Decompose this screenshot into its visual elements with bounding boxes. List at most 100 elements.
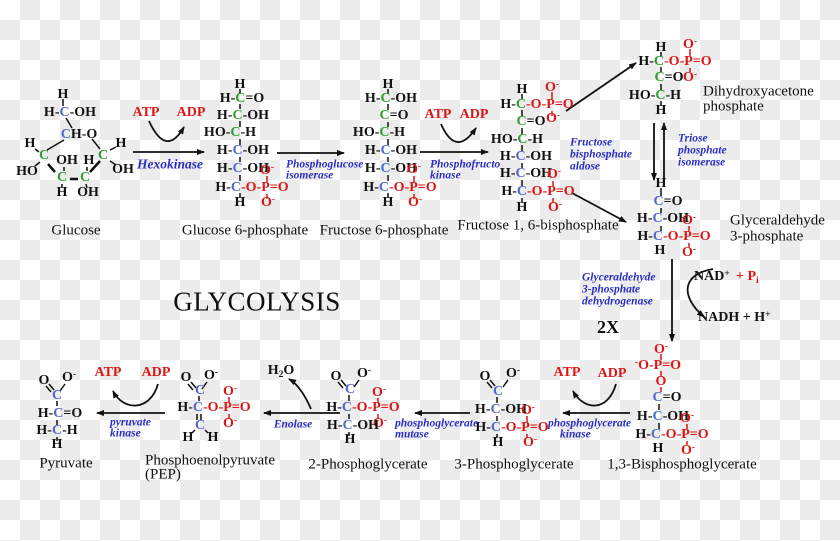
glucose-c4: C xyxy=(38,148,50,163)
pg2-o-minus: O- xyxy=(356,365,372,381)
bpg13-o-minus-2: O- xyxy=(679,410,695,426)
glucose-h-mid: H xyxy=(83,153,95,168)
nadh-h-plus: NADH + H+ xyxy=(698,309,771,325)
pg3-o: O xyxy=(479,369,491,384)
glucose-h-left: H xyxy=(24,136,36,151)
two-x: 2X xyxy=(597,317,619,337)
dhap-row2: C=O xyxy=(654,70,684,85)
glucose-c2: C xyxy=(79,170,91,185)
f16bp-label: Fructose 1, 6-bisphosphate xyxy=(457,217,619,234)
f6p-row5: H-C-OH xyxy=(364,161,418,176)
g6p-h-top: H xyxy=(234,77,246,92)
hexokinase-atp: ATP xyxy=(132,105,160,120)
glucose-ho-left: HO xyxy=(16,164,38,179)
pyruvate-o: O xyxy=(38,373,50,388)
g6p-row5: H-C-OH xyxy=(216,161,270,176)
glucose-h-right: H xyxy=(115,136,127,151)
pfk-label-2: kinase xyxy=(430,169,461,182)
bpg13-label: 1,3-Bisphosphoglycerate xyxy=(607,456,757,473)
pg2-label: 2-Phosphoglycerate xyxy=(308,456,428,473)
f6p-row2: C=O xyxy=(379,108,409,123)
pg2-o-minus-bottom: O- xyxy=(372,415,388,431)
pg2-row2: H-C-O-P=O xyxy=(326,400,400,415)
pyruvate-row2: H-C=O xyxy=(37,406,83,421)
g3p-o-minus-top: O- xyxy=(681,212,697,228)
f16bp-h-bottom: H xyxy=(516,200,528,215)
f6p-h-top: H xyxy=(382,77,394,92)
pg3-o-minus-top: O- xyxy=(520,402,536,418)
g6p-row2: H-C-OH xyxy=(216,108,270,123)
f6p-row1: H-C-OH xyxy=(364,91,418,106)
pep-h-left: H xyxy=(182,430,194,445)
dhap-label-2: phosphate xyxy=(703,98,764,115)
g6p-label: Glucose 6-phosphate xyxy=(181,222,309,239)
dhap-h-top: H xyxy=(655,40,667,55)
pyruvate-row3: H-C-H xyxy=(36,423,78,438)
pep-c3: C xyxy=(194,418,206,433)
gapdh-label-2: 3-phosphate xyxy=(582,283,641,296)
pep-h-right: H xyxy=(207,430,219,445)
pk-atp-adp-curve xyxy=(112,383,159,407)
bpg13-o-link: O xyxy=(655,374,667,389)
pk-atp: ATP xyxy=(94,365,122,380)
hexokinase-atp-adp-curve xyxy=(148,120,185,142)
aldolase-label-1: Fructose xyxy=(570,136,613,149)
pg2-o-minus-top: O- xyxy=(371,384,387,400)
h2o: H2O xyxy=(267,363,295,380)
glucose-h-top: H xyxy=(57,87,69,102)
pgk-label-2: kinase xyxy=(560,428,591,441)
bpg13-row4: H-C-O-P=O xyxy=(635,427,709,442)
g3p-h-bottom: H xyxy=(654,243,666,258)
glucose-oh-mid: OH xyxy=(56,153,78,168)
dhap-row3: HO-C-H xyxy=(628,88,682,103)
glucose-row-c5: CH-O xyxy=(60,127,98,142)
bpg13-o-minus-3: O- xyxy=(680,442,696,458)
dhap-o-minus-bottom: O- xyxy=(682,69,698,85)
pfk-adp: ADP xyxy=(459,107,489,122)
g3p-o-minus-bottom: O- xyxy=(681,244,697,260)
dhap-h-bottom: H xyxy=(655,103,667,118)
tpi-label-1: Triose xyxy=(678,132,708,145)
pgi-label-1: Phosphoglucose xyxy=(286,158,364,171)
pg2-row3: H-C-OH xyxy=(326,418,380,433)
g6p-o-minus-top: O- xyxy=(259,162,275,178)
pyruvate-o-minus: O- xyxy=(61,369,77,385)
pg2-c1: C xyxy=(344,382,356,397)
g6p-row6: H-C-O-P=O xyxy=(215,180,289,195)
pep-o-minus: O- xyxy=(203,367,219,383)
bpg13-row3: H-C-OH xyxy=(636,409,690,424)
g6p-row3: HO-C-H xyxy=(203,125,257,140)
f16bp-row5: H-C-OH xyxy=(499,166,553,181)
f6p-row6: H-C-O-P=O xyxy=(363,180,437,195)
pg3-label: 3-Phosphoglycerate xyxy=(454,456,574,473)
f16bp-row4: H-C-OH xyxy=(499,149,553,164)
tpi-label-3: isomerase xyxy=(678,156,726,169)
pg3-row3: H-C-O-P=O xyxy=(475,420,549,435)
pk-label-1: pyruvate xyxy=(110,416,151,429)
pgk-atp-adp-curve xyxy=(572,383,617,407)
pep-o-minus-top: O- xyxy=(222,383,238,399)
pgm-label-2: mutase xyxy=(395,428,429,441)
f6p-h-bottom: H xyxy=(382,195,394,210)
f6p-o-minus-top: O- xyxy=(406,161,422,177)
pep-o-minus-bottom: O- xyxy=(222,415,238,431)
f6p-row4: H-C-OH xyxy=(364,143,418,158)
pfk-atp: ATP xyxy=(424,107,452,122)
f16bp-o-minus-4: O- xyxy=(547,199,563,215)
aldolase-arrow-up xyxy=(565,62,637,112)
pep-c1: C xyxy=(194,383,206,398)
pg3-o-minus-bottom: O- xyxy=(522,434,538,450)
glucose-c1: C xyxy=(97,148,109,163)
gapdh-label-3: dehydrogenase xyxy=(582,295,653,308)
dhap-o-minus-top: O- xyxy=(682,36,698,52)
hexokinase-label: Hexokinase xyxy=(137,156,203,172)
pg3-c1: C xyxy=(492,384,504,399)
g6p-row4: H-C-OH xyxy=(216,143,270,158)
f6p-label: Fructose 6-phosphate xyxy=(319,222,449,239)
pfk-atp-adp-curve xyxy=(440,123,477,143)
dhap-row1: H-C-O-P=O xyxy=(638,54,712,69)
f6p-row3: HO-C-H xyxy=(352,125,406,140)
g3p-row3: H-C-O-P=O xyxy=(637,229,711,244)
plus-pi: + Pi xyxy=(736,269,759,286)
